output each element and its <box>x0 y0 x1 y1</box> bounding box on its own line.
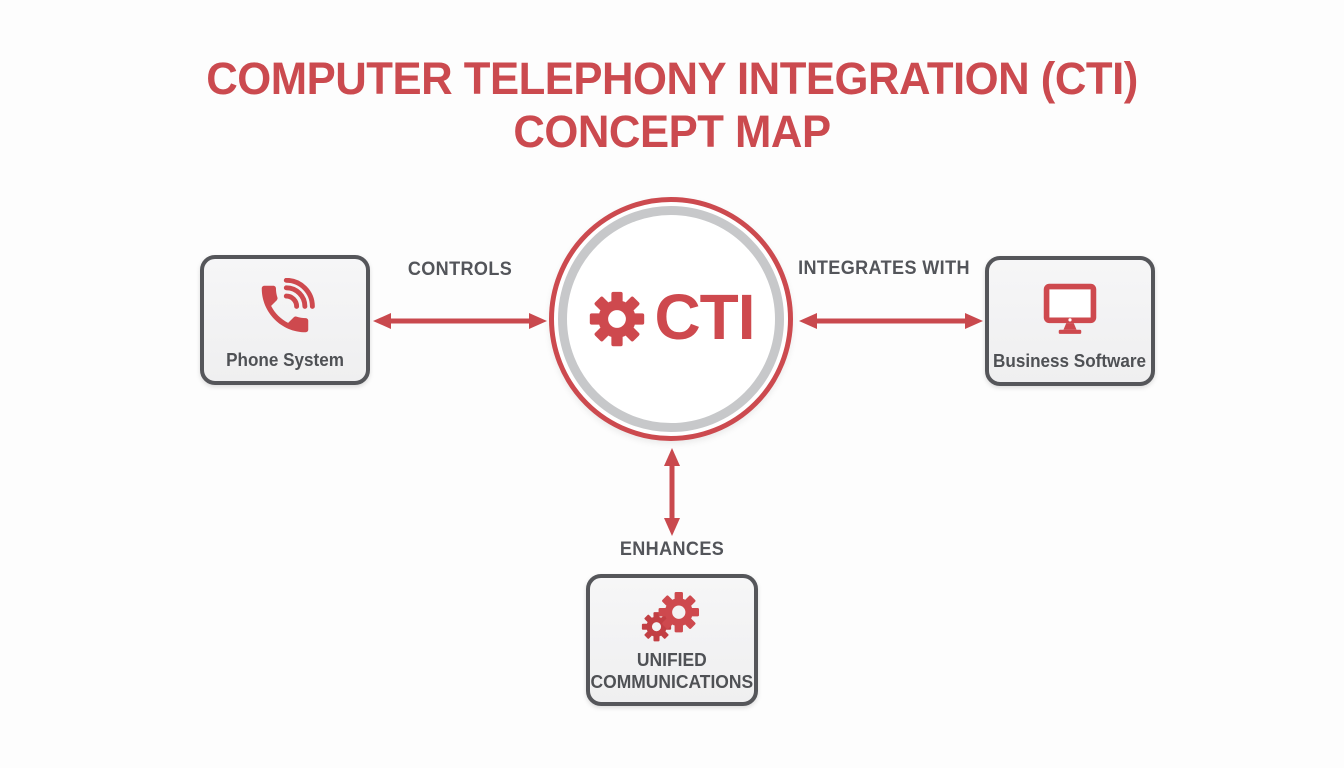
title-line-1: COMPUTER TELEPHONY INTEGRATION (CTI) <box>206 53 1138 104</box>
edge-label-integrates: INTEGRATES WITH <box>798 258 970 279</box>
node-label-business-software: Business Software <box>993 351 1147 371</box>
gears-icon <box>641 578 703 649</box>
monitor-icon <box>1040 260 1100 351</box>
page-title: COMPUTER TELEPHONY INTEGRATION (CTI) CON… <box>20 52 1324 158</box>
enhances-arrow <box>664 448 680 536</box>
hub-node-cti: CTI <box>549 197 793 441</box>
node-phone-system: Phone System <box>200 255 370 385</box>
node-business-software: Business Software <box>985 256 1155 386</box>
node-label-unified-communications: UNIFIED COMMUNICATIONS <box>590 650 754 692</box>
hub-label: CTI <box>654 281 755 353</box>
integrates-arrow <box>799 313 983 329</box>
phone-icon <box>254 259 316 350</box>
title-line-2: CONCEPT MAP <box>513 106 831 157</box>
controls-arrow <box>373 313 547 329</box>
edge-label-controls: CONTROLS <box>407 259 513 280</box>
hub-inner-ring: CTI <box>558 206 784 432</box>
node-unified-communications: UNIFIED COMMUNICATIONS <box>586 574 758 706</box>
edge-label-enhances: ENHANCES <box>619 539 725 560</box>
gear-icon <box>590 291 645 347</box>
node-label-phone-system: Phone System <box>226 350 344 370</box>
